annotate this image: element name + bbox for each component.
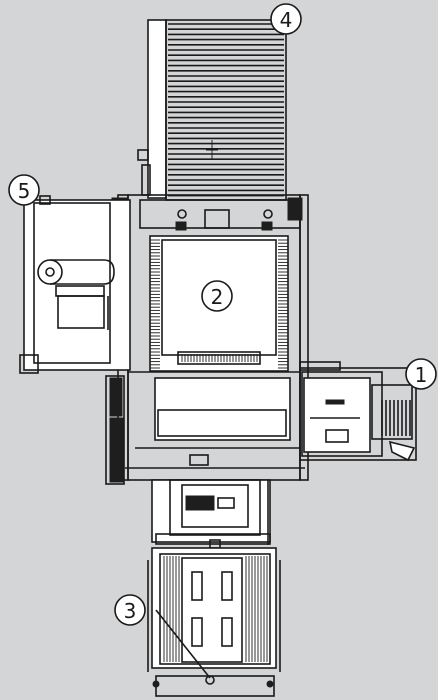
callout-5-label: 5 — [18, 179, 31, 203]
bottom-unit — [147, 547, 281, 697]
callout-3-label: 3 — [124, 599, 137, 623]
callout-2-label: 2 — [211, 285, 224, 309]
callout-2: 2 — [201, 280, 233, 312]
callout-1: 1 — [405, 358, 437, 390]
lower-transfer-section — [151, 479, 271, 549]
left-side-module — [19, 195, 131, 374]
central-frame — [105, 194, 309, 485]
right-side-module — [299, 361, 417, 462]
callout-3: 3 — [114, 594, 146, 626]
callout-5: 5 — [8, 174, 40, 206]
callout-1-label: 1 — [415, 363, 428, 387]
top-infeed-conveyor — [137, 19, 287, 201]
callout-4-label: 4 — [280, 8, 293, 32]
callout-4: 4 — [270, 3, 302, 35]
